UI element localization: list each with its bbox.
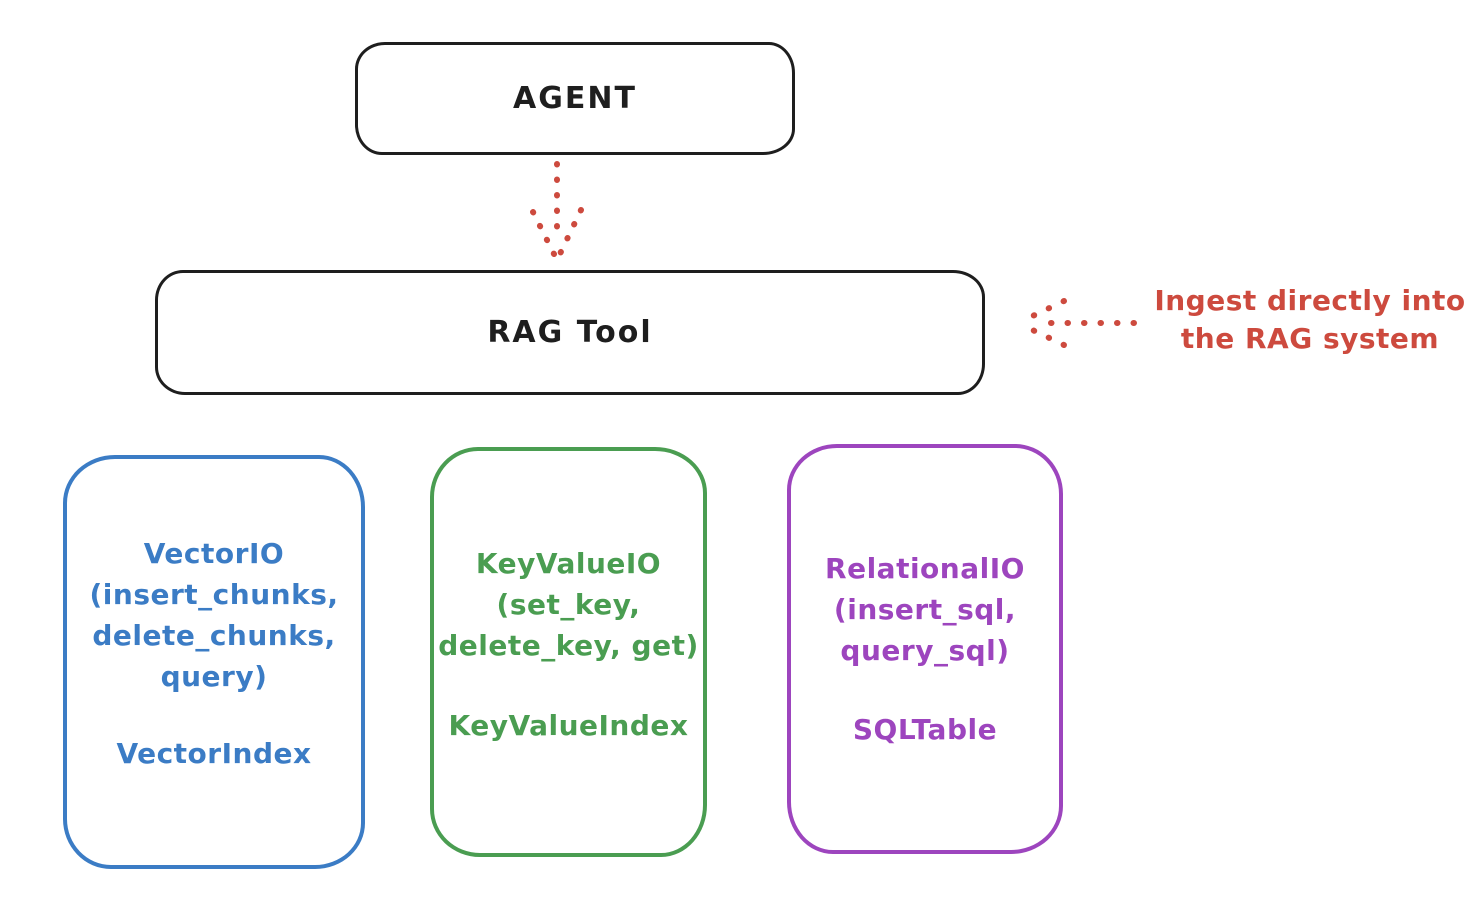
key-value-index-label: KeyValueIndex bbox=[448, 709, 689, 742]
relational-io-node: RelationalIO (insert_sql, query_sql) SQL… bbox=[787, 444, 1063, 854]
key-value-io-interface-label: KeyValueIO (set_key, delete_key, get) bbox=[438, 547, 699, 662]
agent-node: AGENT bbox=[355, 42, 795, 155]
agent-node-label: AGENT bbox=[513, 81, 637, 116]
dotted-arrow-down-icon bbox=[530, 161, 584, 261]
rag-tool-node: RAG Tool bbox=[155, 270, 985, 395]
relational-io-interface-label: RelationalIO (insert_sql, query_sql) bbox=[825, 552, 1025, 667]
sql-table-label: SQLTable bbox=[852, 713, 998, 746]
rag-tool-node-label: RAG Tool bbox=[487, 315, 653, 350]
ingest-annotation: Ingest directly into the RAG system bbox=[1154, 284, 1466, 355]
vector-index-label: VectorIndex bbox=[116, 737, 312, 770]
vector-io-node: VectorIO (insert_chunks, delete_chunks, … bbox=[63, 455, 365, 869]
vector-io-interface-label: VectorIO (insert_chunks, delete_chunks, … bbox=[89, 537, 339, 693]
dotted-arrow-left-icon bbox=[1017, 298, 1137, 348]
key-value-io-node: KeyValueIO (set_key, delete_key, get) Ke… bbox=[430, 447, 707, 857]
